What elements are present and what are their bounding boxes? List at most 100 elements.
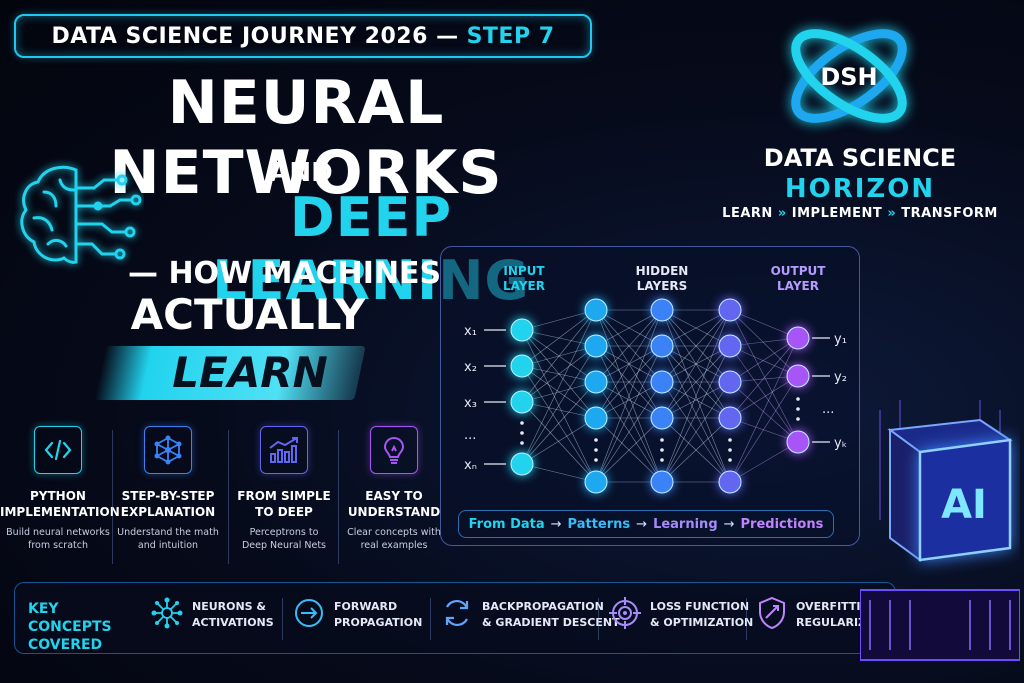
neuron-node bbox=[650, 298, 674, 322]
network-connection bbox=[521, 345, 597, 403]
network-connection bbox=[729, 337, 799, 419]
network-connection bbox=[595, 381, 663, 483]
network-connection bbox=[595, 309, 663, 347]
network-connection bbox=[729, 309, 799, 443]
network-connection bbox=[521, 381, 597, 403]
input-label: x₂ bbox=[464, 360, 477, 375]
brain-icon bbox=[20, 165, 142, 264]
flow-arrow: → bbox=[636, 516, 648, 532]
network-connection bbox=[729, 337, 799, 383]
ellipsis-dot bbox=[520, 431, 524, 435]
key-concept-item: BACKPROPAGATION & GRADIENT DESCENT bbox=[440, 596, 620, 634]
journey-banner: DATA SCIENCE JOURNEY 2026 — STEP 7 bbox=[14, 14, 592, 58]
ellipsis-dot bbox=[520, 421, 524, 425]
neuron-node bbox=[718, 334, 742, 358]
network-connection bbox=[521, 309, 597, 367]
title-line-1: NEURAL NETWORKS bbox=[109, 68, 503, 208]
brand-tagline: LEARN » IMPLEMENT » TRANSFORM bbox=[700, 206, 1020, 221]
flow-step: Learning bbox=[653, 516, 718, 532]
hidden-layers-label: HIDDEN LAYERS bbox=[635, 264, 689, 293]
neuron-node bbox=[510, 390, 534, 414]
dsh-logo-icon: DSH bbox=[791, 29, 907, 123]
network-connection bbox=[661, 309, 731, 347]
key-concept-divider bbox=[598, 598, 599, 640]
input-label: ... bbox=[464, 428, 476, 443]
network-connection bbox=[521, 417, 597, 465]
tagline-transform: TRANSFORM bbox=[901, 206, 998, 221]
network-connection bbox=[521, 309, 597, 465]
neuron-node bbox=[718, 298, 742, 322]
neuron-node bbox=[584, 370, 608, 394]
feature-title: FROM SIMPLE TO DEEP bbox=[237, 489, 331, 519]
network-connection bbox=[521, 329, 597, 483]
neuron-node bbox=[510, 318, 534, 342]
title-line-5: ACTUALLY bbox=[130, 290, 366, 339]
network-connection bbox=[521, 309, 597, 331]
network-connection bbox=[521, 309, 597, 403]
neuron-node bbox=[786, 430, 810, 454]
network-connection bbox=[661, 417, 731, 483]
ellipsis-dot bbox=[594, 438, 598, 442]
ellipsis-dot bbox=[660, 458, 664, 462]
feature-description: Understand the math and intuition bbox=[117, 527, 219, 551]
output-label: y₂ bbox=[834, 370, 847, 385]
network-connection bbox=[661, 381, 731, 419]
ellipsis-dot bbox=[594, 458, 598, 462]
logo-text: DSH bbox=[820, 63, 877, 91]
network-connection bbox=[729, 441, 799, 483]
neuron-node bbox=[718, 406, 742, 430]
network-connection bbox=[661, 345, 731, 483]
flow-pill: From Data→Patterns→Learning→Predictions bbox=[458, 510, 834, 538]
neuron-node bbox=[584, 334, 608, 358]
network-connection bbox=[521, 381, 597, 465]
title-line-6: LEARN bbox=[172, 348, 328, 397]
network-connection bbox=[595, 309, 663, 483]
key-concept-label: FORWARD PROPAGATION bbox=[334, 600, 423, 629]
ellipsis-dot bbox=[728, 458, 732, 462]
key-concept-label: NEURONS & ACTIVATIONS bbox=[192, 600, 274, 629]
output-label: y₁ bbox=[834, 332, 847, 347]
network-connection bbox=[595, 345, 663, 419]
neuron-node bbox=[510, 452, 534, 476]
network-connection bbox=[521, 401, 597, 483]
feature-title: PYTHON IMPLEMENTATION bbox=[0, 489, 120, 519]
network-connection bbox=[595, 381, 663, 419]
code-icon bbox=[34, 426, 82, 474]
feature-description: Build neural networks from scratch bbox=[6, 527, 110, 551]
tagline-separator: » bbox=[887, 206, 897, 221]
ellipsis-dot bbox=[660, 438, 664, 442]
ai-chip-cube-icon: AI bbox=[860, 400, 1020, 661]
neuron-node bbox=[650, 470, 674, 494]
key-concept-label: LOSS FUNCTION & OPTIMIZATION bbox=[650, 600, 754, 629]
tagline-separator: » bbox=[777, 206, 787, 221]
network-connection bbox=[521, 345, 597, 465]
flow-arrow: → bbox=[723, 516, 735, 532]
feature-title: STEP-BY-STEP EXPLANATION bbox=[120, 489, 216, 519]
key-concept-item: NEURONS & ACTIVATIONS bbox=[150, 596, 274, 634]
network-connection bbox=[661, 345, 731, 419]
lightbulb-icon bbox=[370, 426, 418, 474]
feature-divider bbox=[338, 430, 339, 564]
feature-description: Clear concepts with real examples bbox=[347, 527, 441, 551]
neuron-node bbox=[584, 298, 608, 322]
network-connection bbox=[595, 417, 663, 483]
network-connection bbox=[729, 345, 799, 443]
brand-name: DATA SCIENCE bbox=[763, 144, 957, 172]
output-layer-label: OUTPUT LAYER bbox=[770, 264, 826, 293]
key-concept-item: LOSS FUNCTION & OPTIMIZATION bbox=[608, 596, 753, 634]
neuron-node bbox=[786, 364, 810, 388]
network-icon bbox=[144, 426, 192, 474]
neuron-node bbox=[510, 354, 534, 378]
neuron-icon bbox=[150, 596, 184, 634]
neuron-node bbox=[584, 470, 608, 494]
flow-step: Patterns bbox=[567, 516, 631, 532]
feature-title: EASY TO UNDERSTAND bbox=[347, 489, 441, 519]
journey-label: DATA SCIENCE JOURNEY 2026 — bbox=[51, 23, 459, 49]
key-concepts-title: KEY CONCEPTS COVERED bbox=[28, 601, 112, 653]
ellipsis-dot bbox=[796, 417, 800, 421]
feature-divider bbox=[112, 430, 113, 564]
network-connection bbox=[729, 345, 799, 377]
feature-divider bbox=[228, 430, 229, 564]
